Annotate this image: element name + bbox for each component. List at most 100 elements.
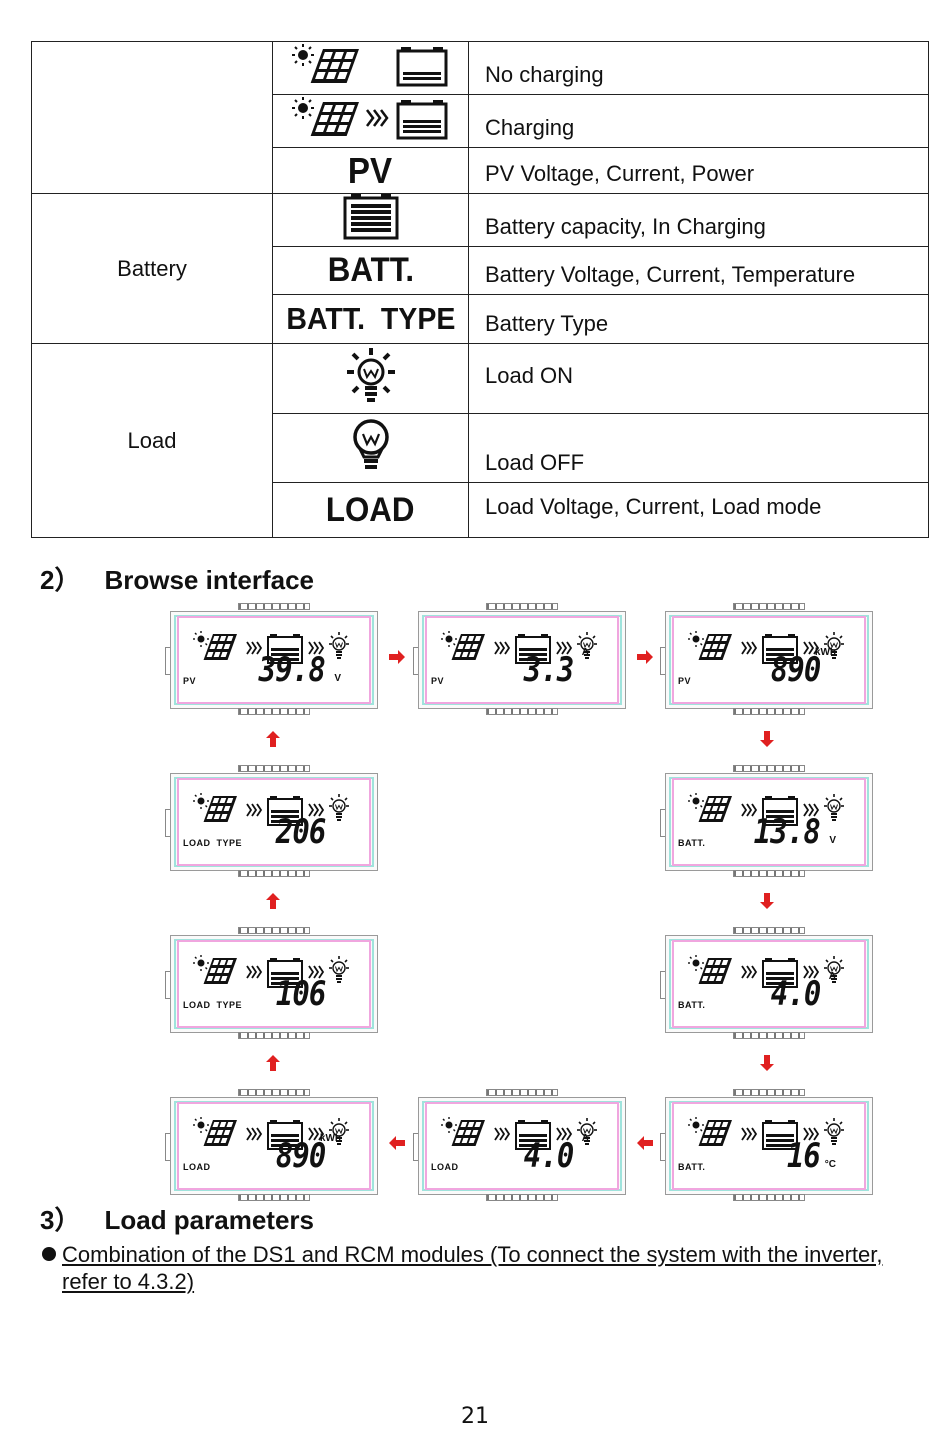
desc-no-charging: No charging — [468, 41, 929, 95]
lcd-status-icons — [193, 793, 349, 826]
load-bulb-icon — [329, 794, 349, 821]
flow-chevrons-icon — [246, 803, 263, 817]
flow-chevrons-icon — [803, 641, 820, 655]
lcd-pins — [733, 708, 805, 715]
desc-battery-type: Battery Type — [468, 294, 929, 344]
bullet-dot-icon — [42, 1247, 56, 1261]
lcd-pins — [238, 1032, 310, 1039]
bullet-link-text[interactable]: Combination of the DS1 and RCM modules (… — [62, 1242, 883, 1294]
section-heading-browse: 2）Browse interface — [40, 565, 314, 595]
flow-chevrons-icon — [308, 641, 325, 655]
lcd-unit: V — [829, 835, 836, 846]
lcd-mode-label: LOAD TYPE — [183, 1000, 243, 1010]
battery-charging-icon — [396, 100, 447, 140]
load-bulb-icon — [577, 1118, 597, 1145]
sun-icon — [441, 1117, 457, 1133]
load-on-icon — [272, 343, 469, 414]
lcd-pins — [733, 927, 805, 934]
lcd-pins — [486, 1194, 558, 1201]
flow-chevrons-icon — [246, 641, 263, 655]
flow-chevrons-icon — [803, 803, 820, 817]
lcd-value: 39.8 — [258, 650, 326, 690]
lcd-pins — [733, 870, 805, 877]
lcd-mode-label: PV — [678, 676, 692, 686]
lcd-unit: A — [581, 1133, 589, 1144]
lcd-screen: LOAD TYPE 206 — [165, 765, 378, 877]
battery-icon — [762, 796, 798, 826]
flow-chevrons-icon — [365, 109, 389, 127]
no-charging-icon — [272, 41, 469, 95]
arrow-left-icon — [637, 1136, 653, 1150]
battery-icon — [762, 1120, 798, 1150]
lcd-unit: °C — [824, 1159, 836, 1170]
load-bulb-icon — [577, 632, 597, 659]
lcd-unit: kWh — [319, 1133, 341, 1144]
lcd-screen: BATT. 16 °C — [660, 1089, 873, 1201]
flow-chevrons-icon — [246, 965, 263, 979]
desc-battery-capacity: Battery capacity, In Charging — [468, 193, 929, 247]
battery-icon — [762, 634, 798, 664]
lcd-pins — [733, 603, 805, 610]
flow-chevrons-icon — [246, 1127, 263, 1141]
flow-chevrons-icon — [741, 965, 758, 979]
lcd-unit: kWh — [814, 647, 836, 658]
lcd-mode-label: BATT. — [678, 838, 706, 848]
flow-chevrons-icon — [308, 803, 325, 817]
lcd-screen: PV 890 kWh — [660, 603, 873, 715]
sun-icon — [688, 793, 704, 809]
lcd-pins — [238, 708, 310, 715]
bullet-item: Combination of the DS1 and RCM modules (… — [42, 1241, 932, 1295]
battery-icon — [267, 958, 303, 988]
sun-icon — [688, 955, 704, 971]
battery-empty-icon — [396, 47, 447, 87]
lcd-pins — [486, 1089, 558, 1096]
flow-chevrons-icon — [803, 965, 820, 979]
flow-chevrons-icon — [741, 641, 758, 655]
flow-chevrons-icon — [803, 1127, 820, 1141]
battery-icon — [515, 1120, 551, 1150]
solar-panel-icon — [310, 102, 359, 136]
arrow-up-icon — [266, 1055, 280, 1071]
lcd-screen: LOAD 890 kWh — [165, 1089, 378, 1201]
desc-load-on: Load ON — [468, 343, 929, 414]
sun-icon — [193, 955, 209, 971]
sun-icon — [291, 44, 314, 66]
lcd-screen: BATT. 13.8 V — [660, 765, 873, 877]
lcd-screen: BATT. 4.0 A — [660, 927, 873, 1039]
lcd-value: 106 — [275, 974, 326, 1014]
solar-panel-icon — [203, 958, 237, 984]
load-bulb-icon — [329, 1118, 349, 1145]
solar-panel-icon — [203, 796, 237, 822]
batt-type-icon-label: BATT. TYPE — [272, 294, 469, 344]
load-bulb-icon — [824, 794, 844, 821]
lcd-status-icons — [441, 631, 597, 664]
icon-description-table: No charging — [31, 41, 929, 538]
group-cell-pv — [31, 41, 273, 194]
arrow-right-icon — [637, 650, 653, 664]
lcd-pins — [238, 765, 310, 772]
desc-load: Load Voltage, Current, Load mode — [468, 482, 929, 538]
flow-chevrons-icon — [556, 1127, 573, 1141]
battery-icon — [267, 1120, 303, 1150]
sun-icon — [441, 631, 457, 647]
lcd-value: 13.8 — [753, 812, 821, 852]
load-icon-label: LOAD — [272, 482, 469, 538]
arrow-down-icon — [760, 1055, 774, 1071]
lcd-screen: LOAD 4.0 A — [413, 1089, 626, 1201]
section-heading-load-parameters: 3）Load parameters — [40, 1205, 314, 1235]
arrow-down-icon — [760, 893, 774, 909]
solar-panel-icon — [451, 634, 485, 660]
flow-chevrons-icon — [494, 1127, 511, 1141]
battery-icon — [267, 796, 303, 826]
sun-icon — [688, 1117, 704, 1133]
lcd-screen: PV 3.3 A — [413, 603, 626, 715]
solar-panel-icon — [203, 1120, 237, 1146]
lcd-value: 890 — [770, 650, 821, 690]
desc-charging: Charging — [468, 94, 929, 148]
solar-panel-icon — [698, 1120, 732, 1146]
sun-icon — [193, 1117, 209, 1133]
lcd-pins — [733, 1032, 805, 1039]
lcd-value: 206 — [275, 812, 326, 852]
lcd-mode-label: BATT. — [678, 1162, 706, 1172]
lcd-value: 4.0 — [770, 974, 821, 1014]
